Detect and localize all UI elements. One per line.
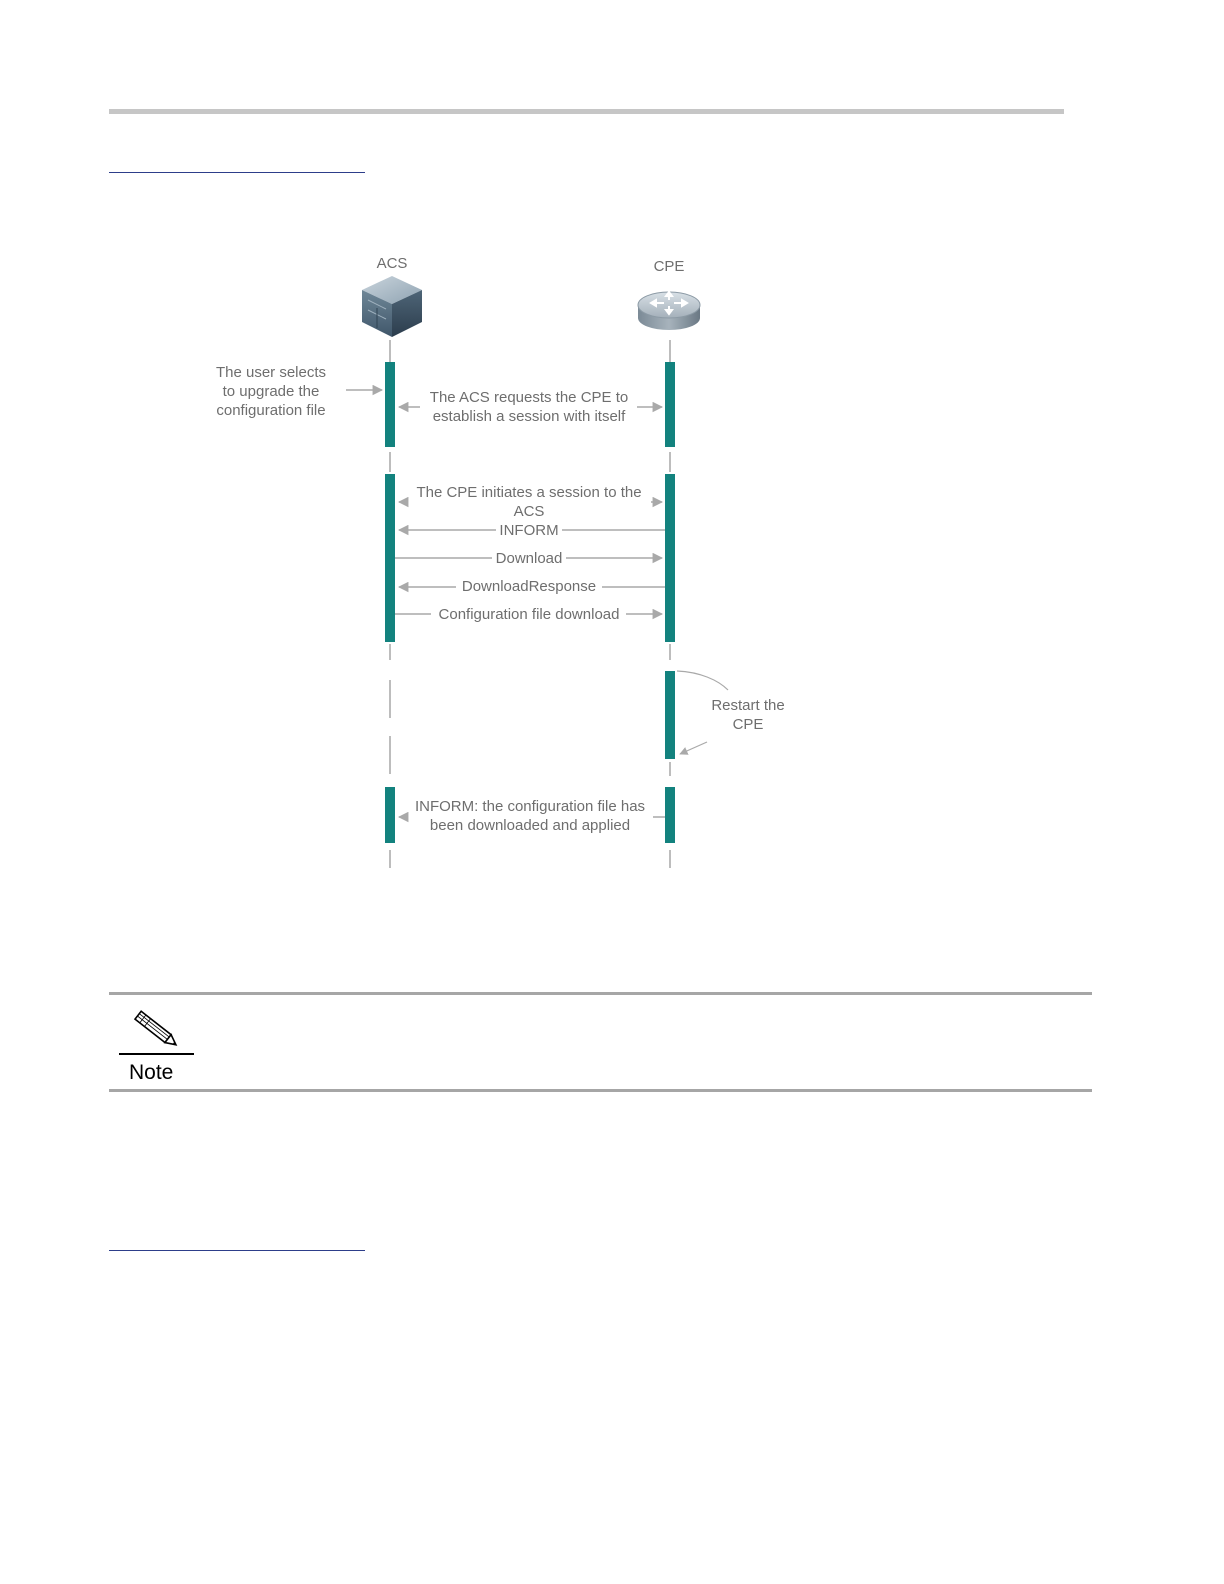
svg-text:DownloadResponse: DownloadResponse xyxy=(462,578,596,595)
cpe-activation-bar xyxy=(665,474,675,642)
acs-activation-bar xyxy=(385,474,395,642)
message-request-session: The ACS requests the CPE to establish a … xyxy=(397,389,664,425)
acs-activation-bar xyxy=(385,362,395,447)
svg-text:been downloaded and applied: been downloaded and applied xyxy=(430,817,630,834)
message-final-inform: INFORM: the configuration file has been … xyxy=(397,798,665,834)
acs-activation-bar xyxy=(385,787,395,843)
participant-cpe-label: CPE xyxy=(654,258,685,275)
note-label: Note xyxy=(129,1061,174,1084)
message-download: Download xyxy=(395,550,664,567)
cpe-activation-bar xyxy=(665,671,675,759)
router-icon xyxy=(637,290,701,330)
svg-text:configuration file: configuration file xyxy=(216,402,325,419)
message-download-response: DownloadResponse xyxy=(397,578,665,595)
pencil-icon xyxy=(133,1010,178,1046)
svg-text:The user selects: The user selects xyxy=(216,364,326,381)
section-link-underline-bottom xyxy=(109,1250,365,1251)
user-selects-note: The user selects to upgrade the configur… xyxy=(216,364,326,419)
server-icon xyxy=(362,276,422,337)
message-config-download: Configuration file download xyxy=(395,606,664,623)
svg-text:establish a session with itsel: establish a session with itself xyxy=(433,408,626,425)
cpe-activation-bar xyxy=(665,362,675,447)
svg-text:The ACS requests the CPE to: The ACS requests the CPE to xyxy=(430,389,628,406)
svg-text:The CPE initiates a session to: The CPE initiates a session to the xyxy=(416,484,641,501)
svg-text:INFORM: INFORM xyxy=(499,522,558,539)
note-box: Note xyxy=(109,992,1092,1092)
svg-text:CPE: CPE xyxy=(733,716,764,733)
svg-text:Download: Download xyxy=(496,550,563,567)
message-inform: INFORM xyxy=(397,522,665,539)
restart-cpe-note: Restart the CPE xyxy=(676,670,785,755)
participant-acs-label: ACS xyxy=(377,255,408,272)
svg-text:INFORM: the configuration file: INFORM: the configuration file has xyxy=(415,798,645,815)
svg-text:to upgrade the: to upgrade the xyxy=(223,383,320,400)
note-icon-rule xyxy=(119,1053,194,1055)
header-rule xyxy=(109,109,1064,114)
svg-text:Restart the: Restart the xyxy=(711,697,784,714)
svg-text:ACS: ACS xyxy=(514,503,545,520)
section-link-underline-top xyxy=(109,172,365,173)
cpe-activation-bar xyxy=(665,787,675,843)
tr069-config-download-sequence-diagram: ACS CPE xyxy=(216,255,785,868)
message-initiate-session: The CPE initiates a session to the ACS xyxy=(397,484,664,520)
svg-text:Configuration file download: Configuration file download xyxy=(439,606,620,623)
